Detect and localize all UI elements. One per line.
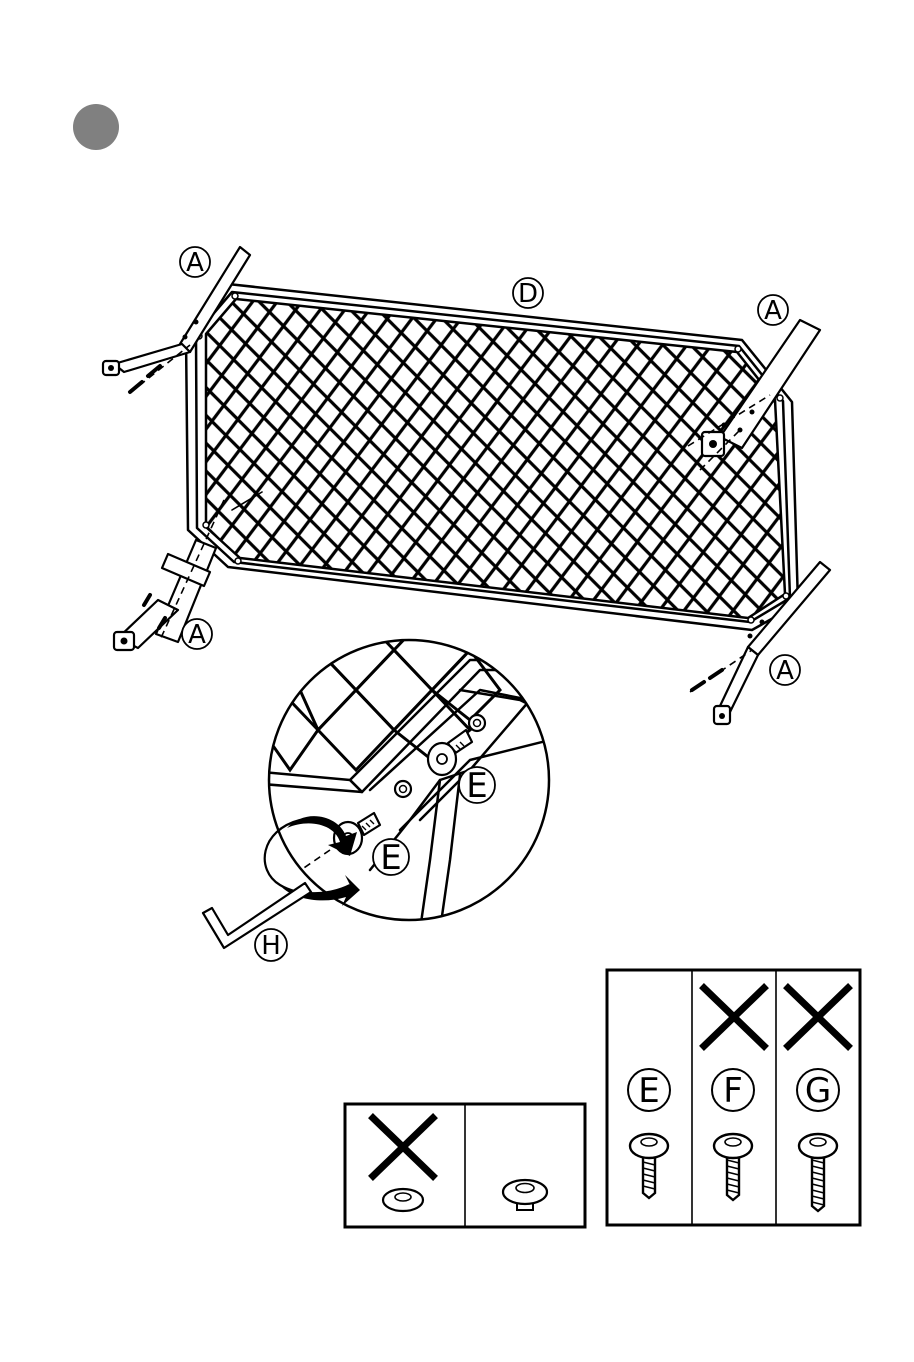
svg-text:E: E: [380, 838, 401, 878]
label-a-bottom-left: A: [182, 619, 212, 650]
svg-text:E: E: [466, 766, 487, 806]
svg-text:D: D: [518, 279, 538, 309]
svg-text:E: E: [638, 1071, 659, 1111]
net-panel: [186, 270, 810, 650]
svg-text:H: H: [261, 931, 281, 961]
label-h-hex-key: H: [255, 929, 287, 961]
svg-text:A: A: [188, 620, 206, 650]
svg-text:F: F: [723, 1071, 743, 1111]
svg-text:G: G: [805, 1071, 831, 1111]
label-a-bottom-right: A: [770, 655, 800, 686]
label-d-net: D: [513, 278, 543, 309]
label-a-top-right: A: [758, 295, 788, 326]
label-a-top-left: A: [180, 247, 210, 278]
svg-text:A: A: [186, 248, 204, 278]
step-number-marker: [73, 104, 119, 150]
zoom-detail: [250, 610, 560, 930]
bolt-table: E F G: [607, 970, 860, 1225]
washer-table: [345, 1104, 585, 1227]
svg-text:A: A: [776, 656, 794, 686]
svg-text:A: A: [764, 296, 782, 326]
